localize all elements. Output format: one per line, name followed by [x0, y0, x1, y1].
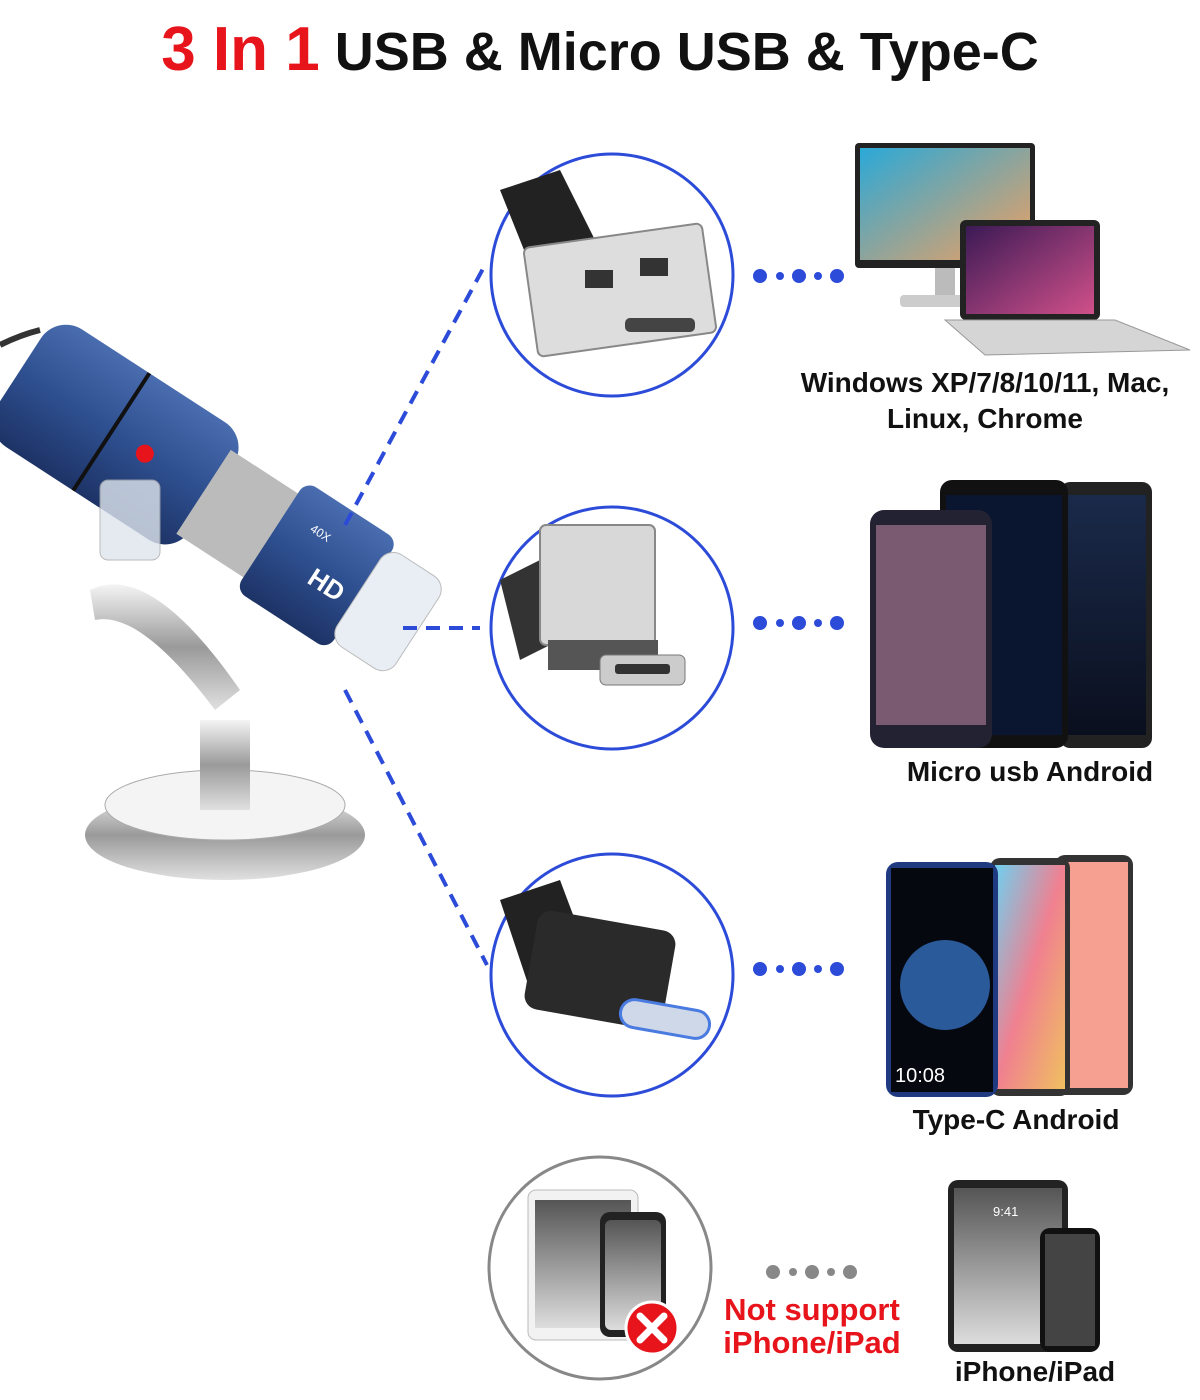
- microscope: 40X HD: [0, 324, 442, 880]
- not-supported-line: iPhone/iPad: [723, 1325, 901, 1360]
- label-line: Linux, Chrome: [886, 403, 1084, 434]
- title-highlight: 3 In 1: [161, 15, 320, 84]
- not-supported-text: Not support iPhone/iPad: [723, 1293, 900, 1359]
- monitor-and-laptop: [855, 143, 1191, 356]
- page-title: 3 In 1 USB & Micro USB & Type-C: [0, 14, 1200, 85]
- not-supported-line: Not support: [724, 1292, 900, 1327]
- unsupported-devices-circle: [487, 1155, 713, 1381]
- dot-leaders-unsupported: [766, 1265, 857, 1279]
- type-c-phones: 10:08: [886, 855, 1133, 1097]
- dashed-connectors: [343, 264, 489, 966]
- android-phones: [870, 480, 1152, 748]
- type-c-connector-circle: [489, 852, 735, 1098]
- dot-leaders: [753, 269, 844, 976]
- ipad-time: 9:41: [993, 1204, 1018, 1219]
- label-usb-systems: Windows XP/7/8/10/11, Mac, Linux, Chrome: [801, 365, 1170, 437]
- title-rest: USB & Micro USB & Type-C: [334, 22, 1039, 82]
- usb-a-connector-circle: [489, 152, 735, 398]
- micro-usb-connector-circle: [489, 505, 735, 751]
- label-line: Windows XP/7/8/10/11, Mac,: [800, 367, 1170, 398]
- ipad-and-iphone: 9:41: [948, 1180, 1100, 1352]
- label-iphone-ipad: iPhone/iPad: [954, 1356, 1116, 1387]
- phone-time: 10:08: [895, 1065, 945, 1087]
- label-micro-usb-android: Micro usb Android: [906, 756, 1154, 787]
- label-type-c-android: Type-C Android: [912, 1104, 1120, 1135]
